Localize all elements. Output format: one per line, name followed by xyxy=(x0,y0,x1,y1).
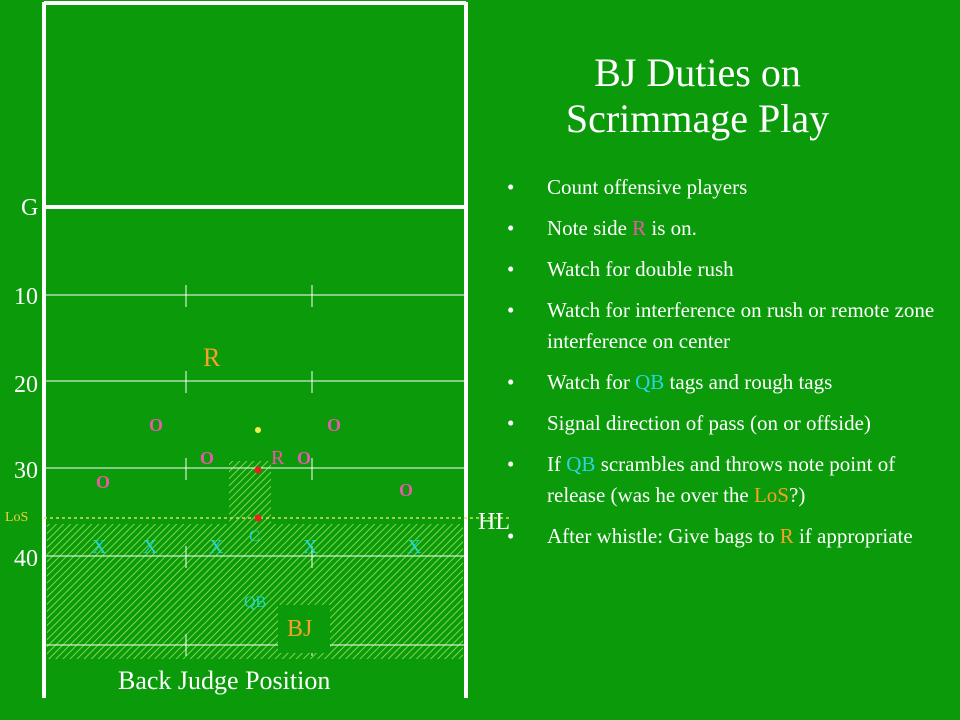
offense-player-left-end: O xyxy=(149,415,164,435)
yard-label-20: 20 xyxy=(14,372,38,398)
duty-interference: Watch for interference on rush or remote… xyxy=(505,295,955,357)
highlight-qb: QB xyxy=(635,370,665,394)
umpire-dot xyxy=(254,466,262,474)
offense-player-right-end: O xyxy=(327,415,342,435)
center-corridor-zone xyxy=(229,461,271,524)
yard-label-40: 40 xyxy=(14,546,38,572)
los-label: LoS xyxy=(5,510,29,525)
referee-label: R xyxy=(203,343,221,372)
backfield-zone xyxy=(47,524,463,659)
highlight-qb: QB xyxy=(566,452,596,476)
bj-position-box xyxy=(278,605,330,653)
highlight-los: LoS xyxy=(753,483,789,507)
center-dot xyxy=(254,514,262,522)
diagram-caption: Back Judge Position xyxy=(118,666,331,695)
bj-label: BJ xyxy=(287,616,313,642)
duties-list: Count offensive players Note side R is o… xyxy=(505,172,955,562)
slide-title: BJ Duties on Scrimmage Play xyxy=(500,50,895,142)
defense-player-2: X xyxy=(143,536,158,558)
offense-player-left-guard: O xyxy=(200,448,215,468)
offense-player-right-wing: O xyxy=(399,480,414,500)
ball-dot xyxy=(255,427,261,433)
duty-after-whistle: After whistle: Give bags to R if appropr… xyxy=(505,521,955,552)
yard-label-30: 30 xyxy=(14,458,38,484)
goal-label: G xyxy=(21,195,39,221)
duty-signal-direction: Signal direction of pass (on or offside) xyxy=(505,408,955,439)
title-line-2: Scrimmage Play xyxy=(565,96,830,141)
defense-player-3: X xyxy=(209,536,224,558)
offense-player-left-wing: O xyxy=(96,472,111,492)
duty-qb-tags: Watch for QB tags and rough tags xyxy=(505,367,955,398)
center-label: C xyxy=(249,528,260,545)
defense-player-1: X xyxy=(92,536,107,558)
duty-note-side: Note side R is on. xyxy=(505,213,955,244)
rusher-label: R xyxy=(271,447,285,469)
yard-label-10: 10 xyxy=(14,284,38,310)
offense-player-right-guard: O xyxy=(297,448,312,468)
duty-qb-scramble: If QB scrambles and throws note point of… xyxy=(505,449,955,511)
highlight-r: R xyxy=(632,216,647,240)
qb-label: QB xyxy=(244,594,267,611)
defense-player-4: X xyxy=(303,536,318,558)
duty-double-rush: Watch for double rush xyxy=(505,254,955,285)
highlight-r: R xyxy=(779,524,794,548)
duty-count-players: Count offensive players xyxy=(505,172,955,203)
defense-player-5: X xyxy=(407,536,422,558)
title-line-1: BJ Duties on xyxy=(594,50,801,95)
